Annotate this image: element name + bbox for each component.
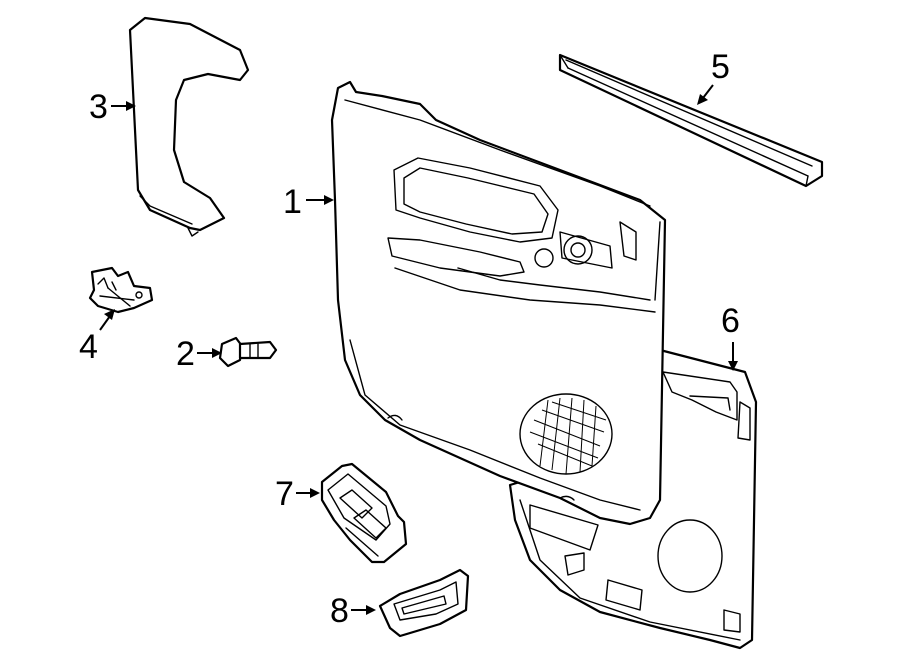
callout-label-8: 8 <box>330 592 349 630</box>
part-5-belt-weatherstrip[interactable] <box>558 53 824 188</box>
callout-label-3: 3 <box>89 88 108 126</box>
callout-label-4: 4 <box>79 328 98 366</box>
part-4-mounting-bracket[interactable] <box>88 266 154 314</box>
callout-label-2: 2 <box>176 335 195 373</box>
callout-7: 7 <box>275 475 320 513</box>
callout-label-6: 6 <box>721 302 740 340</box>
part-1-front-trim-panel[interactable] <box>330 80 667 526</box>
callout-8: 8 <box>330 592 376 630</box>
part-3-pillar-trim-cover[interactable] <box>128 16 250 237</box>
callout-label-7: 7 <box>275 475 294 513</box>
part-2-screw[interactable] <box>218 336 278 368</box>
callout-label-1: 1 <box>283 183 302 221</box>
callout-5: 5 <box>697 48 730 105</box>
callout-1: 1 <box>283 183 334 221</box>
callout-label-5: 5 <box>711 48 730 86</box>
part-7-switch-bezel[interactable] <box>320 462 408 564</box>
part-8-handle-bezel[interactable] <box>378 568 470 638</box>
callout-2: 2 <box>176 335 222 373</box>
callout-4: 4 <box>79 309 115 366</box>
callout-3: 3 <box>89 88 136 126</box>
callout-6: 6 <box>721 302 740 371</box>
